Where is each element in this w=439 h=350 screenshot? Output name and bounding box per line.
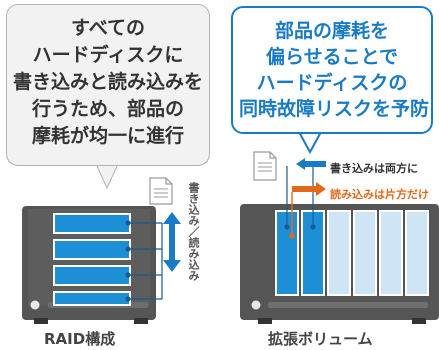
volume-read-connector	[289, 192, 295, 239]
right-bubble-line: 同時故障リスクを予防	[239, 98, 430, 120]
volume-write-connectors	[284, 166, 316, 230]
raid-connectors	[125, 220, 163, 302]
raid-disks	[53, 213, 131, 306]
left-bubble-line: 行うため、部品の	[31, 98, 184, 120]
left-bubble-line: すべての	[71, 17, 145, 39]
left-speech-bubble: すべての ハードディスクに 書き込みと読み込みを 行うため、部品の 摩耗が均一に…	[6, 4, 210, 166]
write-both-label: 書き込みは両方に	[330, 162, 418, 175]
right-bubble-tail	[297, 131, 323, 155]
volume-caption: 拡張ボリューム	[268, 330, 373, 348]
right-bubble-line: ハードディスクの	[256, 72, 408, 94]
volume-disks	[275, 210, 429, 296]
raid-read-write-label: 書き込み／読み込み	[187, 182, 200, 281]
left-arrow-icon	[296, 158, 326, 170]
power-led-icon	[30, 300, 40, 310]
read-one-label: 読み込みは片方だけ	[330, 188, 429, 201]
left-bubble-tail	[95, 163, 119, 190]
right-bubble-line: 偏らせることで	[265, 46, 399, 68]
document-icon	[253, 151, 277, 181]
power-led-icon	[251, 300, 261, 310]
left-bubble-line: 摩耗が均一に進行	[31, 125, 184, 147]
right-arrow-icon	[292, 182, 326, 196]
left-bubble-line: 書き込みと読み込みを	[13, 71, 204, 93]
left-bubble-line: ハードディスクに	[32, 44, 184, 66]
raid-caption: RAID構成	[44, 330, 116, 348]
up-down-arrow-icon	[163, 212, 181, 272]
right-bubble-line: 部品の摩耗を	[274, 20, 389, 42]
document-icon	[149, 177, 173, 205]
right-speech-bubble: 部品の摩耗を 偏らせることで ハードディスクの 同時故障リスクを予防	[231, 6, 433, 134]
